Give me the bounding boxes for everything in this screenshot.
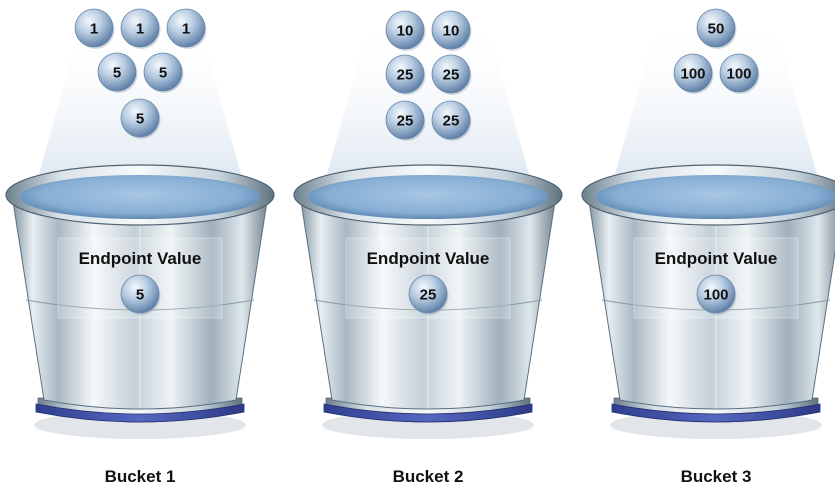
bucket-name: Bucket 1 xyxy=(105,467,176,486)
coin-value: 5 xyxy=(136,287,144,304)
coin-value: 5 xyxy=(159,65,167,82)
coin: 5 xyxy=(143,52,184,93)
light-beam xyxy=(38,18,242,178)
bucket: Endpoint Value 5 xyxy=(5,164,275,439)
endpoint-label: Endpoint Value xyxy=(655,249,778,268)
coin-value: 5 xyxy=(113,65,121,82)
bucket-name: Bucket 2 xyxy=(393,467,464,486)
coin-value: 25 xyxy=(443,67,460,84)
coin-value: 5 xyxy=(136,111,144,128)
coin: 5 xyxy=(97,52,138,93)
coin: 25 xyxy=(385,54,426,95)
coin-value: 25 xyxy=(420,287,437,304)
coin: 1 xyxy=(74,8,115,49)
coin-value: 25 xyxy=(397,113,414,130)
coin: 10 xyxy=(385,10,426,51)
coin: 1 xyxy=(166,8,207,49)
coin-value: 50 xyxy=(708,21,725,38)
coin-value: 100 xyxy=(680,66,705,83)
light-beam xyxy=(614,18,818,178)
coin: 100 xyxy=(719,53,760,94)
bucket: Endpoint Value 25 xyxy=(293,164,563,439)
coin: 100 xyxy=(696,274,737,315)
bucket-name: Bucket 3 xyxy=(681,467,752,486)
coin-value: 100 xyxy=(726,66,751,83)
coin: 50 xyxy=(696,8,737,49)
coin-value: 25 xyxy=(443,113,460,130)
coin-value: 100 xyxy=(703,287,728,304)
coin: 25 xyxy=(431,100,472,141)
coin: 25 xyxy=(431,54,472,95)
coin: 25 xyxy=(385,100,426,141)
light-beam xyxy=(326,18,530,178)
coin-value: 1 xyxy=(136,21,144,38)
coin-value: 10 xyxy=(397,23,414,40)
coin: 10 xyxy=(431,10,472,51)
coin: 5 xyxy=(120,98,161,139)
coin: 5 xyxy=(120,274,161,315)
coin-value: 25 xyxy=(397,67,414,84)
coin: 1 xyxy=(120,8,161,49)
coin-value: 10 xyxy=(443,23,460,40)
endpoint-label: Endpoint Value xyxy=(367,249,490,268)
endpoint-label: Endpoint Value xyxy=(79,249,202,268)
coin-value: 1 xyxy=(90,21,98,38)
coin: 25 xyxy=(408,274,449,315)
bucket: Endpoint Value 100 xyxy=(581,164,835,439)
coin: 100 xyxy=(673,53,714,94)
coin-value: 1 xyxy=(182,21,190,38)
